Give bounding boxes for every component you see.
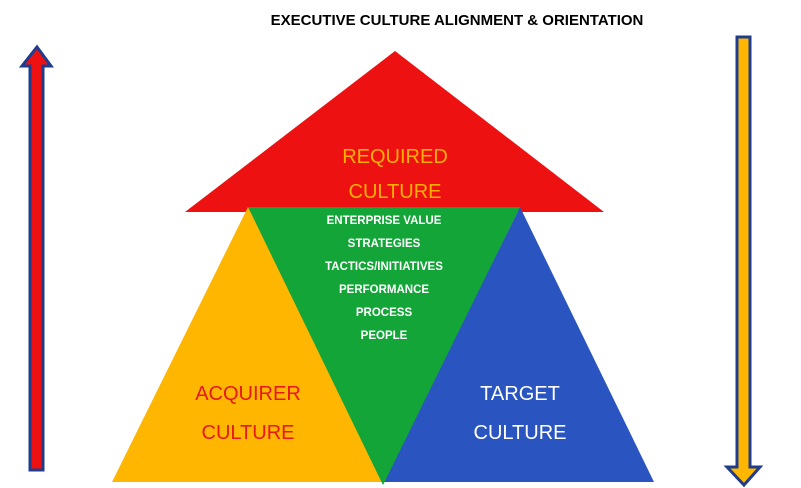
required-culture-triangle [185, 51, 604, 212]
acquirer-culture-label-line1: ACQUIRER [195, 383, 301, 405]
center-value-triangle [248, 207, 520, 485]
center-item: TACTICS/INITIATIVES [325, 261, 443, 273]
diagram-title: EXECUTIVE CULTURE ALIGNMENT & ORIENTATIO… [271, 12, 644, 29]
center-item: STRATEGIES [348, 238, 421, 250]
target-culture-label-line1: TARGET [480, 383, 560, 405]
acquirer-culture-triangle [112, 207, 383, 482]
center-item: ENTERPRISE VALUE [327, 215, 442, 227]
center-item: PEOPLE [361, 330, 408, 342]
down-arrow-icon [723, 35, 764, 488]
target-culture-label-line2: CULTURE [474, 422, 567, 444]
center-item: PROCESS [356, 307, 413, 319]
target-culture-triangle [383, 207, 654, 482]
up-arrow-icon [18, 44, 54, 472]
center-item: PERFORMANCE [339, 284, 429, 296]
required-culture-label-line2: CULTURE [349, 181, 442, 203]
required-culture-label-line1: REQUIRED [342, 146, 448, 168]
acquirer-culture-label-line2: CULTURE [202, 422, 295, 444]
